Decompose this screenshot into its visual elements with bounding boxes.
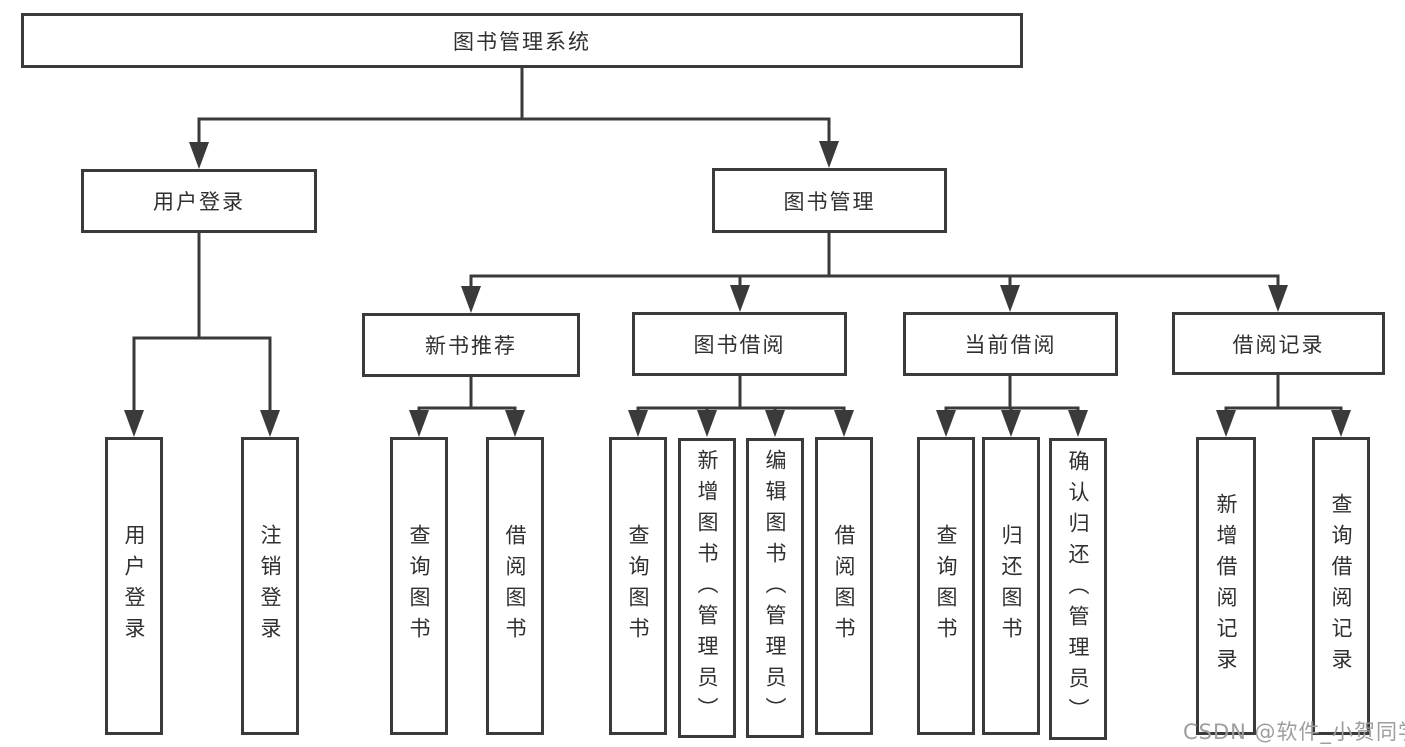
leaf-edit-books-admin: 编辑图书（管理员）: [746, 438, 804, 738]
node-borrowing-records: 借阅记录: [1172, 312, 1385, 375]
leaf-query-books-borrowing: 查询图书: [609, 437, 667, 735]
leaf-add-borrow-record: 新增借阅记录: [1196, 437, 1256, 735]
leaf-borrow-books-recommend: 借阅图书: [486, 437, 544, 735]
leaf-confirm-return-admin: 确认归还（管理员）: [1049, 438, 1107, 740]
node-book-management: 图书管理: [712, 168, 947, 233]
leaf-user-login: 用户登录: [105, 437, 163, 735]
node-current-borrowing: 当前借阅: [903, 312, 1118, 376]
leaf-add-books-admin: 新增图书（管理员）: [678, 438, 736, 738]
leaf-query-books-current: 查询图书: [917, 437, 975, 735]
leaf-query-books-recommend: 查询图书: [390, 437, 448, 735]
watermark: CSDN @软件_小贺同学: [1183, 720, 1405, 744]
leaf-query-borrow-record: 查询借阅记录: [1312, 437, 1370, 735]
leaf-logout: 注销登录: [241, 437, 299, 735]
node-library-management-system: 图书管理系统: [21, 13, 1023, 68]
node-new-book-recommend: 新书推荐: [362, 313, 580, 377]
leaf-return-books: 归还图书: [982, 437, 1040, 735]
node-user-login: 用户登录: [81, 169, 317, 233]
node-book-borrowing: 图书借阅: [632, 312, 847, 376]
leaf-borrow-books: 借阅图书: [815, 437, 873, 735]
